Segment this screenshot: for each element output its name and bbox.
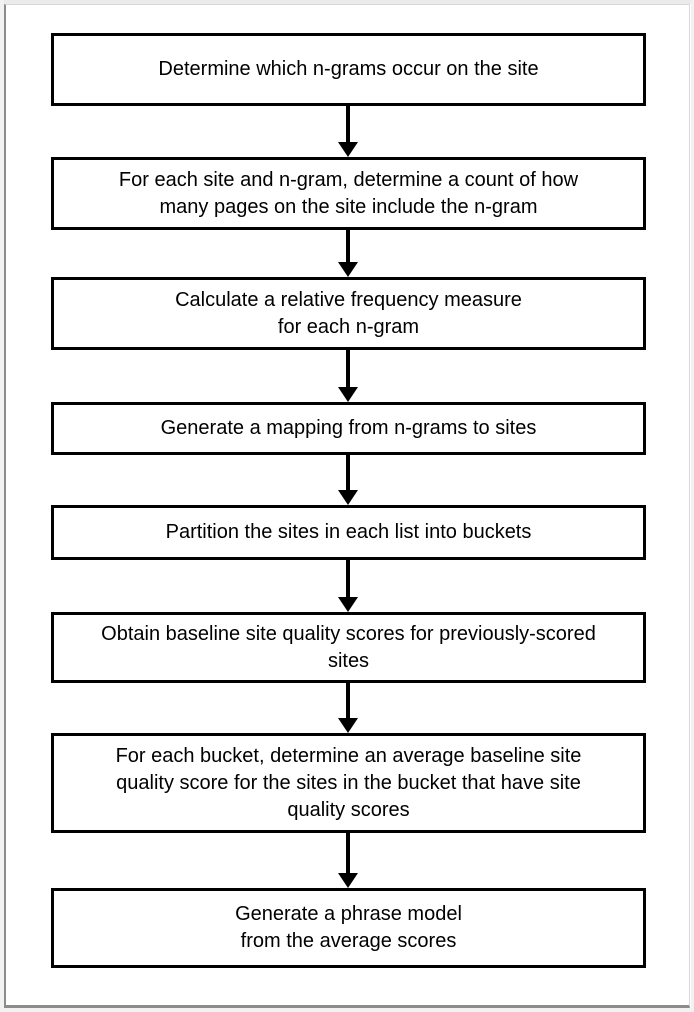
- flow-arrow-6: [338, 683, 358, 733]
- flow-arrow-5: [338, 560, 358, 612]
- page-frame-bottom-edge: [0, 1008, 694, 1012]
- flow-arrow-4-head: [338, 490, 358, 505]
- flow-node-3[interactable]: Calculate a relative frequency measure f…: [51, 277, 646, 350]
- page-frame-top-edge: [0, 0, 694, 4]
- flow-node-5-label: Partition the sites in each list into bu…: [165, 521, 532, 543]
- flow-node-4-label: Generate a mapping from n-grams to sites: [160, 417, 537, 439]
- flow-node-2-label: For each site and n-gram, determine a co…: [118, 168, 579, 218]
- flow-arrow-2-stem: [346, 230, 350, 262]
- flow-node-5[interactable]: Partition the sites in each list into bu…: [51, 505, 646, 560]
- flow-arrow-4-stem: [346, 455, 350, 490]
- flow-arrow-1: [338, 106, 358, 157]
- flow-arrow-7-head: [338, 873, 358, 888]
- flow-arrow-5-head: [338, 597, 358, 612]
- flow-arrow-5-stem: [346, 560, 350, 597]
- flow-node-8-label: Generate a phrase model from the average…: [235, 903, 462, 952]
- flow-node-2[interactable]: For each site and n-gram, determine a co…: [51, 157, 646, 230]
- flow-node-1-label: Determine which n-grams occur on the sit…: [158, 58, 539, 80]
- flow-node-7-label: For each bucket, determine an average ba…: [115, 744, 582, 821]
- flow-arrow-7-stem: [346, 833, 350, 873]
- flow-node-1[interactable]: Determine which n-grams occur on the sit…: [51, 33, 646, 106]
- flow-node-6[interactable]: Obtain baseline site quality scores for …: [51, 612, 646, 683]
- flow-arrow-2-head: [338, 262, 358, 277]
- flow-arrow-1-head: [338, 142, 358, 157]
- flow-arrow-4: [338, 455, 358, 505]
- flow-node-3-label: Calculate a relative frequency measure f…: [175, 288, 522, 338]
- flow-arrow-3-stem: [346, 350, 350, 387]
- flow-arrow-3-head: [338, 387, 358, 402]
- flow-arrow-7: [338, 833, 358, 888]
- flow-arrow-6-stem: [346, 683, 350, 718]
- flow-arrow-1-stem: [346, 106, 350, 142]
- page-frame-right-edge: [691, 0, 694, 1012]
- flow-arrow-3: [338, 350, 358, 402]
- flow-node-6-label: Obtain baseline site quality scores for …: [101, 622, 596, 672]
- flow-node-8[interactable]: Generate a phrase model from the average…: [51, 888, 646, 968]
- flow-node-7[interactable]: For each bucket, determine an average ba…: [51, 733, 646, 833]
- flow-arrow-6-head: [338, 718, 358, 733]
- flow-arrow-2: [338, 230, 358, 277]
- flow-node-4[interactable]: Generate a mapping from n-grams to sites: [51, 402, 646, 455]
- page-frame-left-edge: [0, 0, 4, 1012]
